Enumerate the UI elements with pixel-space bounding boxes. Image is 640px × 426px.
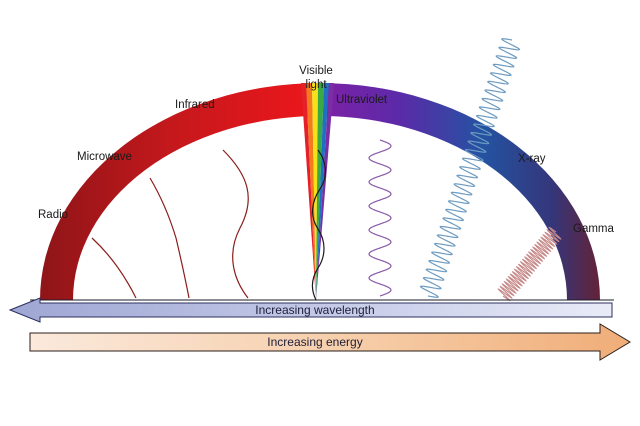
- wavelength-arrow: Increasing wavelength: [8, 297, 613, 323]
- energy-arrow-shape: [29, 323, 631, 361]
- xray-wave: [419, 38, 521, 298]
- waves: [91, 38, 562, 302]
- visible-light-wedge: [301, 83, 334, 300]
- visible-band-orange: [306, 83, 316, 300]
- radio-wave: [91, 237, 137, 299]
- label-microwave: Microwave: [77, 151, 132, 163]
- wavelength-arrow-shape: [8, 297, 613, 323]
- microwave-wave: [149, 177, 190, 299]
- arc-ultraviolet-gamma-section: [316, 83, 600, 300]
- label-infrared: Infrared: [175, 99, 215, 111]
- spectrum-arc: [40, 83, 600, 300]
- ultraviolet-wave: [368, 139, 392, 297]
- wavelength-arrow-label: Increasing wavelength: [255, 303, 374, 317]
- label-ultraviolet: Ultraviolet: [336, 94, 388, 106]
- label-xray: X-ray: [518, 153, 546, 165]
- arc-radio-infrared-section: [40, 83, 316, 300]
- region-labels: Radio Microwave Infrared Visible light U…: [38, 65, 615, 235]
- infrared-wave: [222, 149, 249, 299]
- visible-wave: [311, 149, 326, 301]
- label-gamma: Gamma: [573, 223, 615, 235]
- label-visible-line1: Visible: [299, 65, 333, 77]
- energy-arrow-label: Increasing energy: [267, 335, 362, 349]
- visible-band-violet: [316, 83, 334, 300]
- gamma-wave: [497, 226, 562, 302]
- energy-arrow: Increasing energy: [29, 323, 631, 361]
- label-radio: Radio: [38, 209, 68, 221]
- visible-band-red: [301, 83, 316, 300]
- label-visible-line2: light: [305, 79, 327, 91]
